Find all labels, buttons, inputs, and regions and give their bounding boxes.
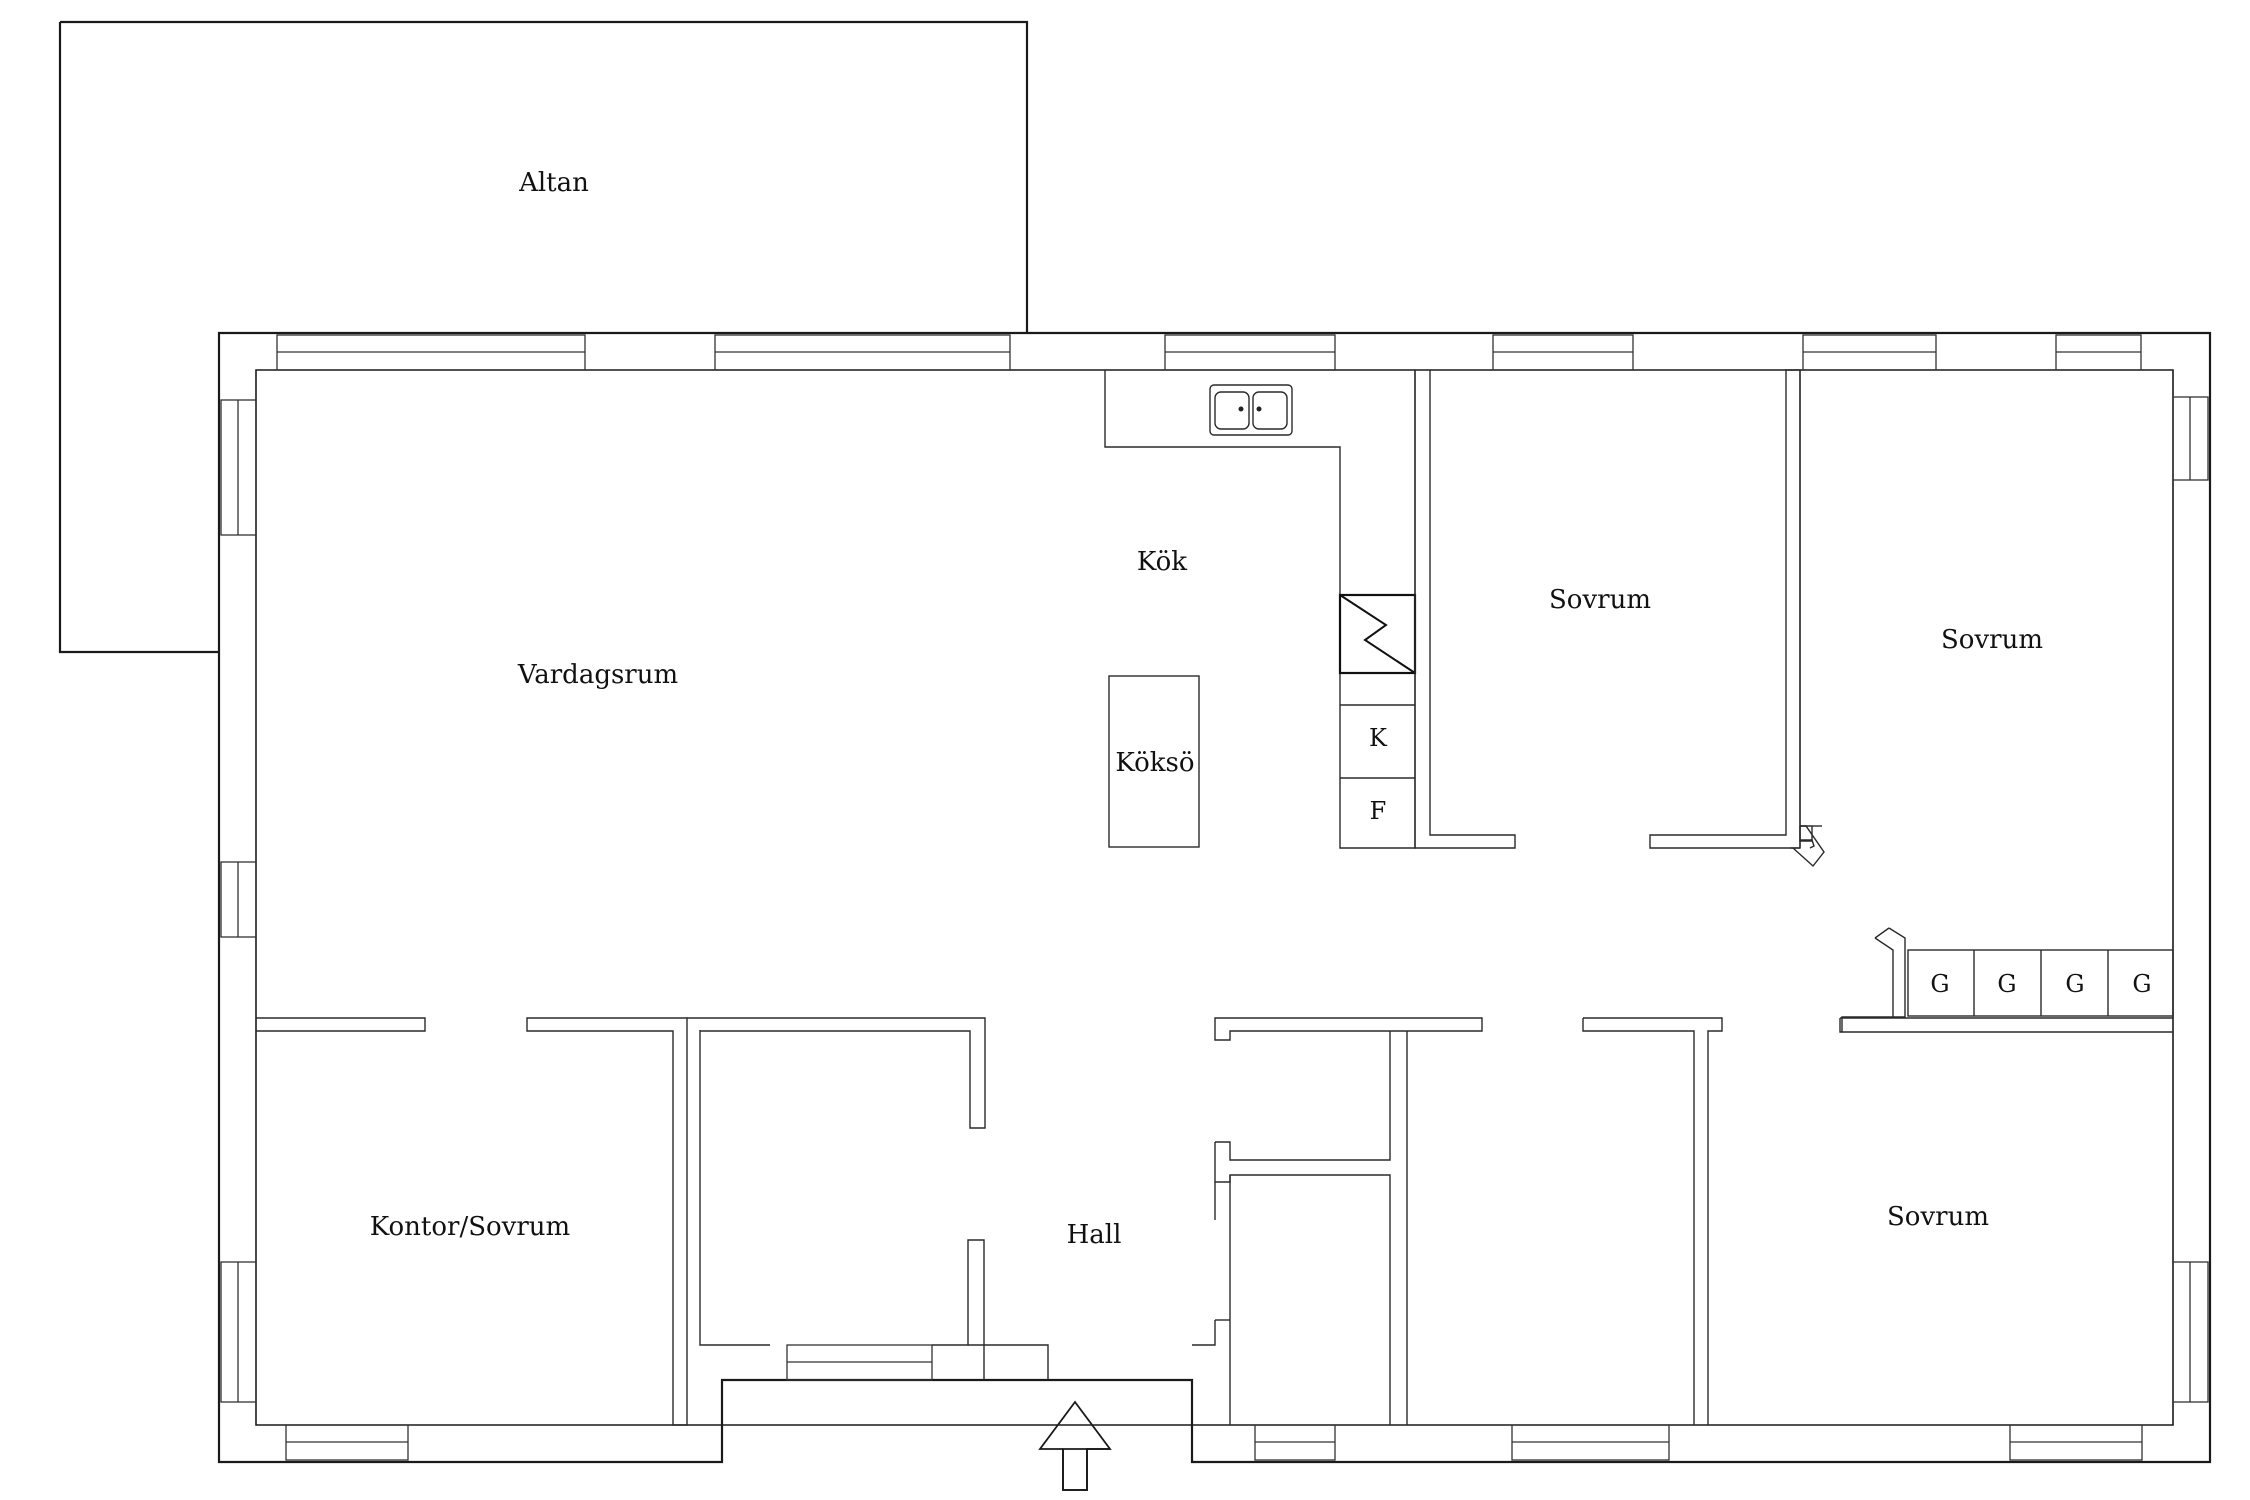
label-garderob-3: G (2065, 970, 2084, 998)
label-vardagsrum: Vardagsrum (517, 660, 678, 690)
label-kyl: K (1369, 724, 1388, 752)
kitchen-island (1108, 675, 1200, 848)
sink-icon (1209, 384, 1293, 436)
windows-bottom (285, 1344, 2143, 1461)
label-garderob-2: G (1997, 970, 2016, 998)
label-sovrum-2: Sovrum (1941, 625, 2043, 655)
label-frys: F (1370, 797, 1387, 825)
outer-walls (217, 331, 2212, 1464)
altan-deck (58, 20, 1029, 654)
label-hall: Hall (1067, 1220, 1122, 1250)
stove-icon (1338, 593, 1417, 675)
wardrobes (1841, 927, 2174, 1033)
windows-top (276, 334, 2142, 371)
label-garderob-4: G (2132, 970, 2151, 998)
label-koksö: Köksö (1115, 748, 1194, 778)
label-sovrum-1: Sovrum (1549, 585, 1651, 615)
windows-side (220, 396, 2209, 1403)
label-sovrum-3: Sovrum (1887, 1202, 1989, 1232)
interior-walls-lower (256, 1017, 2173, 1426)
label-altan: Altan (518, 168, 589, 198)
sovrum-2-walls (1790, 370, 1825, 868)
label-kok: Kök (1137, 547, 1187, 577)
label-garderob-1: G (1930, 970, 1949, 998)
label-kontor: Kontor/Sovrum (370, 1212, 570, 1242)
entrance-arrow-icon (1038, 1400, 1112, 1491)
